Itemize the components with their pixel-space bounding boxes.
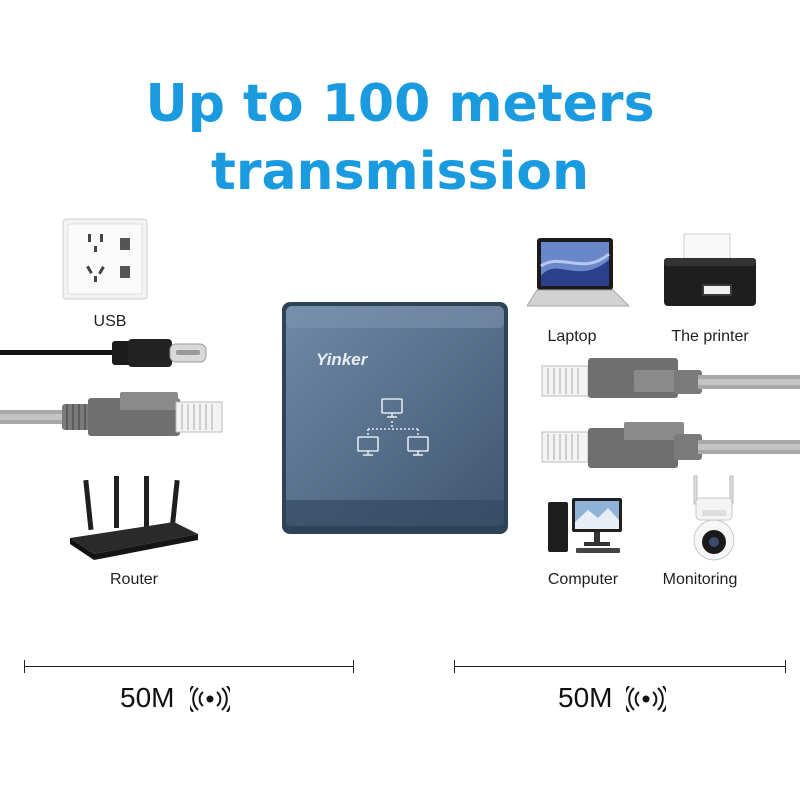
right-distance-rule <box>454 660 786 673</box>
laptop-label: Laptop <box>547 328 597 345</box>
usb-c-cable-icon <box>0 333 210 375</box>
headline-line-1: Up to 100 meters <box>145 74 655 134</box>
ethernet-splitter-device <box>280 300 512 538</box>
monitoring-label: Monitoring <box>662 571 738 588</box>
ethernet-plug-icon <box>538 356 800 412</box>
signal-waves-icon <box>626 686 666 712</box>
router-icon <box>64 476 204 562</box>
left-distance-rule <box>24 660 354 673</box>
right-distance-label: 50M <box>558 682 613 713</box>
laptop-icon <box>527 236 631 308</box>
ethernet-plug-icon <box>0 390 230 446</box>
usb-label: USB <box>93 313 127 330</box>
device-brand: Yinker <box>316 350 368 369</box>
printer-icon <box>658 230 762 312</box>
security-camera-icon <box>684 474 744 564</box>
computer-label: Computer <box>547 571 619 588</box>
printer-label: The printer <box>671 328 749 345</box>
desktop-computer-icon <box>546 492 626 558</box>
headline-line-2: transmission <box>210 142 590 202</box>
router-label: Router <box>109 571 159 588</box>
left-distance-label: 50M <box>120 682 175 713</box>
signal-waves-icon <box>190 686 230 712</box>
network-topology-icon <box>350 395 440 465</box>
ethernet-plug-icon <box>538 420 800 476</box>
wall-socket-icon <box>62 218 148 300</box>
